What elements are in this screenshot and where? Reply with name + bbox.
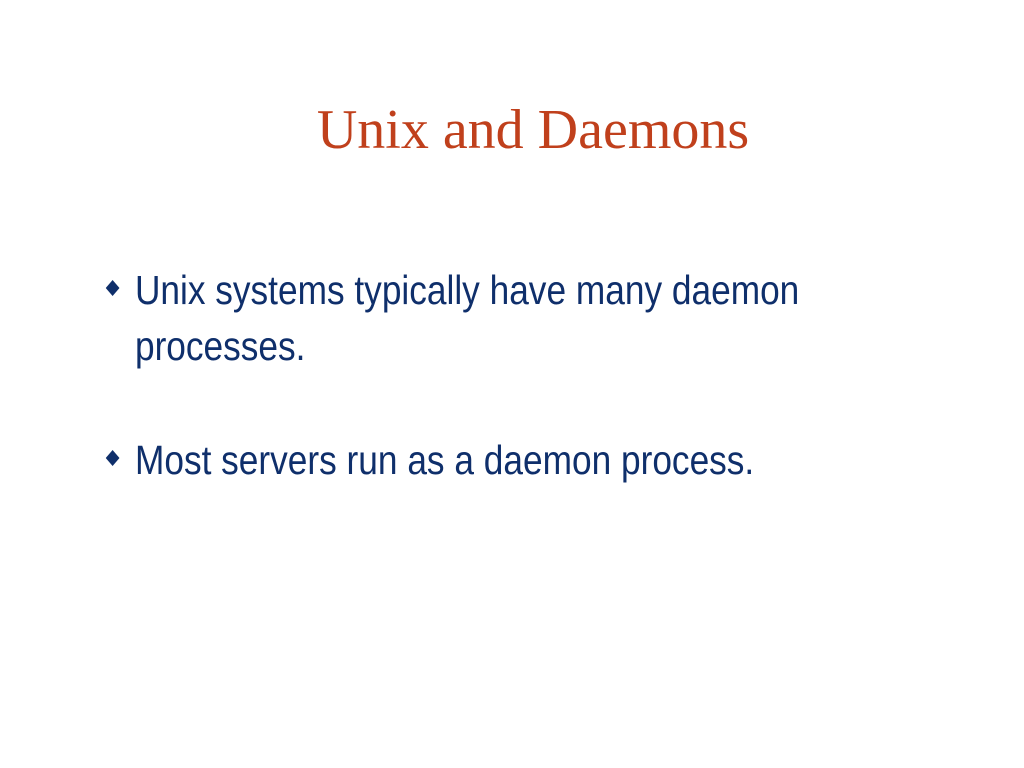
bullet-item: Unix systems typically have many daemon … (104, 262, 995, 374)
bullet-list: Unix systems typically have many daemon … (104, 262, 964, 546)
bullet-item: Most servers run as a daemon process. (104, 432, 995, 488)
diamond-icon (105, 450, 120, 466)
bullet-text-line-1: Most servers run as a daemon process. (134, 437, 755, 483)
diamond-icon (105, 280, 120, 296)
slide-title: Unix and Daemons (316, 99, 750, 161)
bullet-text-line-2: processes. (134, 323, 306, 369)
bullet-text-line-1: Unix systems typically have many daemon (134, 267, 800, 313)
